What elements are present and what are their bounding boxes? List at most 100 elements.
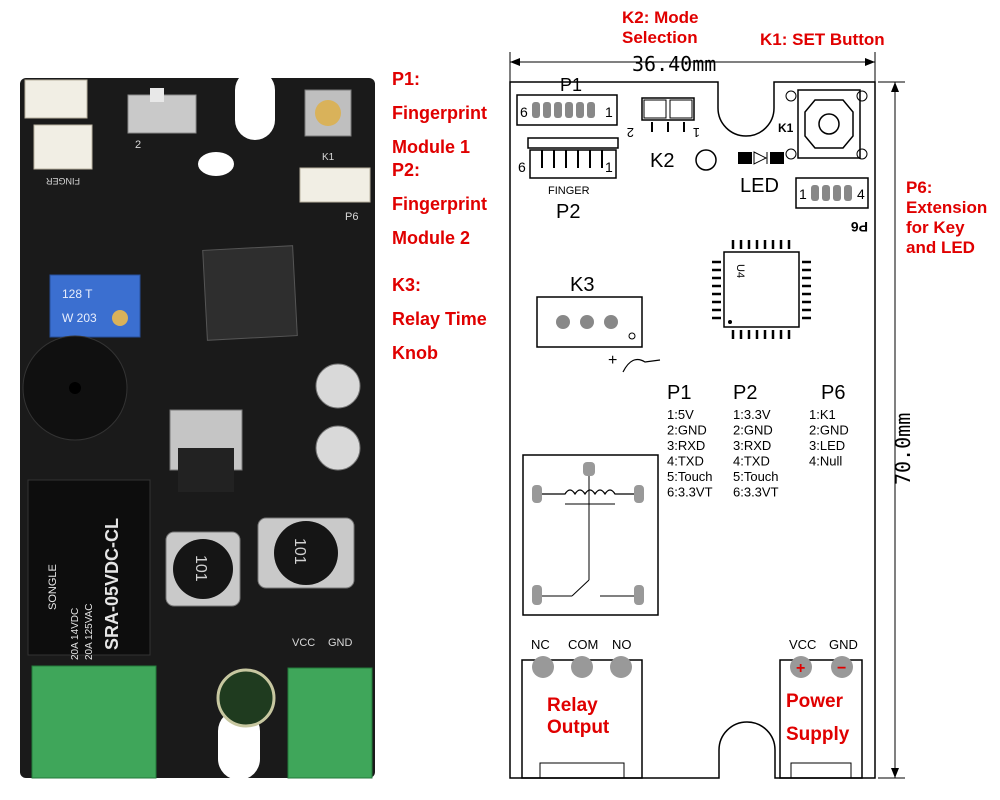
power-block <box>779 659 863 779</box>
pin-table-title: P6 <box>821 382 845 404</box>
pin-table-row: 4:TXD <box>667 454 704 469</box>
pin-table-row: 6:3.3VT <box>667 485 713 500</box>
callout-k3-line: Relay Time <box>392 309 487 329</box>
vcc-silk-photo: VCC <box>292 637 315 649</box>
connector-p2-photo <box>33 124 93 170</box>
mount-hole <box>198 152 234 176</box>
relay-model-photo: SRA-05VDC-CL <box>102 518 122 650</box>
k3-drawing-label: K3 <box>570 274 594 296</box>
capacitor-3-photo <box>216 668 276 728</box>
p6-pin <box>833 185 841 201</box>
k2-switch <box>641 97 695 121</box>
callout-k3-line: Knob <box>392 343 438 363</box>
u4-pins <box>712 240 811 339</box>
mcu-chip-photo <box>202 245 298 341</box>
p1-pin <box>565 102 573 118</box>
relay-output-label-2: Output <box>547 717 610 738</box>
p6-pin-left: 1 <box>799 186 807 202</box>
callout-k3: K3: Relay Time Knob <box>392 268 487 370</box>
p6-silk-photo: P6 <box>345 211 358 223</box>
p2-connector <box>527 137 619 149</box>
p2-pin-right: 1 <box>605 159 613 175</box>
height-dim-text: 70.0mm <box>891 413 915 485</box>
relay-output-label-1: Relay <box>547 695 598 716</box>
k3-knob <box>536 296 643 348</box>
board-drawing: 36.40mm 70.0mm P1 6 1 6 1 FINGER P2 <box>509 52 915 779</box>
top-notch <box>235 70 275 140</box>
pin-table-row: 2:GND <box>809 423 849 438</box>
callout-p2: P2: Fingerprint Module 2 <box>392 153 487 255</box>
k1-button-cap-drawing <box>818 113 840 135</box>
callout-p6-line: and LED <box>906 238 975 257</box>
u4-chip <box>723 251 800 328</box>
pin-table-row: 1:K1 <box>809 407 836 422</box>
relay-pad <box>532 585 542 605</box>
connector-p6-photo <box>299 167 371 203</box>
callout-k2: K2: Mode Selection <box>622 8 699 48</box>
k1-button-cap <box>315 100 341 126</box>
p6-pin-right: 4 <box>857 186 865 202</box>
k2-hole <box>695 149 717 171</box>
led-pad-right <box>770 152 784 164</box>
k2-pin-left: 2 <box>627 125 634 140</box>
pot-screw <box>112 310 128 326</box>
switch-silk: 2 <box>135 139 141 151</box>
gnd-silk-photo: GND <box>328 637 353 649</box>
regulator-body <box>178 448 234 492</box>
k1-button-outline <box>797 89 861 159</box>
k1-hole <box>785 90 797 102</box>
pin-table-title: P1 <box>667 382 691 404</box>
p1-pin <box>587 102 595 118</box>
k2-drawing-label: K2 <box>650 150 674 172</box>
pot-text-2: W 203 <box>62 311 97 325</box>
callout-p6-line: for Key <box>906 218 965 237</box>
callout-k3-line: K3: <box>392 275 422 295</box>
callout-p2-line: P2: <box>392 160 421 180</box>
k1-silk-photo: K1 <box>322 152 335 163</box>
inductor-2-core <box>274 521 338 585</box>
callout-p1-line: Module 1 <box>392 137 471 157</box>
relay-pad <box>634 585 644 605</box>
k1-hole <box>785 148 797 160</box>
relay-pad <box>583 462 595 476</box>
relay-contact <box>571 579 590 597</box>
k1-drawing-label: K1 <box>778 121 794 135</box>
capacitor-1-photo <box>315 363 361 409</box>
pin-table-row: 2:GND <box>733 423 773 438</box>
callout-p6-line: P6: <box>906 178 933 197</box>
p6-pin <box>844 185 852 201</box>
power-term-vcc: VCC <box>789 637 816 652</box>
p6-pin <box>811 185 819 201</box>
u4-pin1-dot <box>728 320 732 324</box>
p2-drawing-label: P2 <box>556 201 580 223</box>
bottom-notch <box>218 710 260 780</box>
pin-table-row: 3:RXD <box>733 438 771 453</box>
callout-p2-line: Module 2 <box>392 228 471 248</box>
p6-pin <box>822 185 830 201</box>
k2-switch-inner <box>643 99 667 119</box>
power-screw-vcc <box>790 656 812 678</box>
k3-hole <box>628 332 636 340</box>
relay-terminal-block-photo <box>31 665 157 779</box>
p1-drawing-label: P1 <box>560 75 582 95</box>
k2-pins <box>651 122 685 132</box>
p1-pin-left: 6 <box>520 104 528 120</box>
p1-pin <box>554 102 562 118</box>
p1-connector <box>516 94 618 126</box>
inductor-1-text: 101 <box>192 555 209 582</box>
callout-k2-line: Selection <box>622 28 698 47</box>
p1-pin-right: 1 <box>605 104 613 120</box>
potentiometer-photo <box>49 274 141 338</box>
relay-term-no: NO <box>612 637 632 652</box>
relay-term-com: COM <box>568 637 598 652</box>
pin-table-title: P2 <box>733 382 757 404</box>
slide-switch-knob <box>150 88 164 102</box>
relay-pad <box>634 485 644 503</box>
finger-silk-photo: FINGER <box>45 176 80 186</box>
p2-pin-left: 6 <box>518 159 526 175</box>
p6-connector <box>795 177 869 209</box>
relay-brand-photo: SONGLE <box>47 564 59 610</box>
pin-table-row: 5:Touch <box>733 469 779 484</box>
pin-table-row: 3:RXD <box>667 438 705 453</box>
finger-text: FINGER <box>548 185 590 197</box>
